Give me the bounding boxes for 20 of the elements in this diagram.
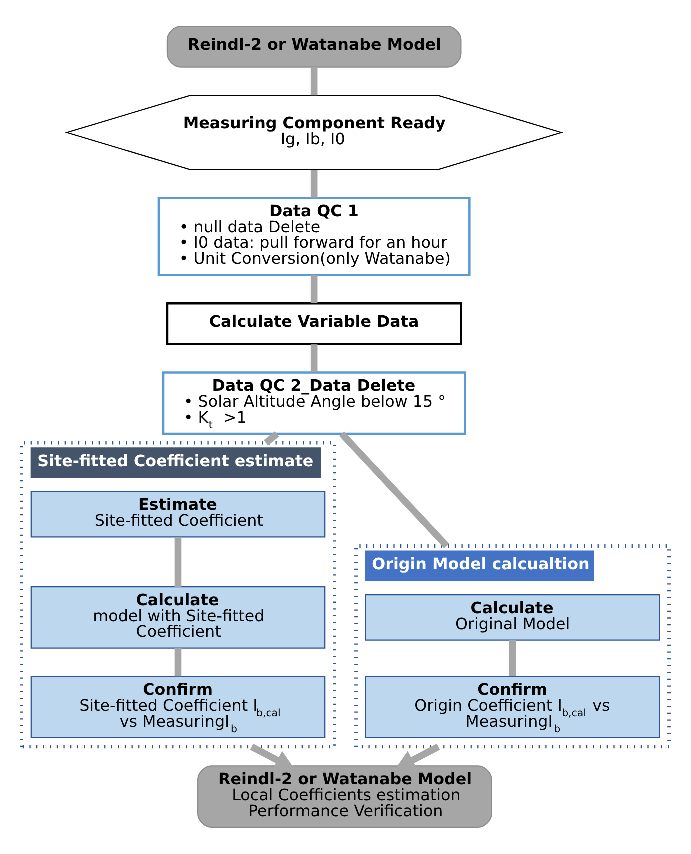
arrow <box>250 744 296 770</box>
node-box: Estimate Site-fitted Coefficient <box>30 491 326 538</box>
connector <box>174 538 182 588</box>
connector <box>264 432 280 446</box>
connector <box>310 170 318 198</box>
connector <box>310 67 318 96</box>
connector <box>310 344 318 373</box>
arrow <box>395 744 440 770</box>
node-box: Reindl-2 or Watanabe Model Local Coefficients estimation Performance Verification <box>198 766 492 828</box>
connector <box>509 640 516 677</box>
node-box: Data QC 2_Data Delete • Solar Altitude Angle below 15 ° • K$_{t}$ >1 <box>162 372 466 436</box>
node-box: Calculate Variable Data <box>166 302 462 346</box>
node-box: Confirm Site-fitted Coefficient I$_{b,cal}$ vs MeasuringI$_{b}$ <box>30 676 326 738</box>
node-box: Calculate model with Site-fitted Coefficient <box>30 586 326 649</box>
node-box: Reindl-2 or Watanabe Model <box>166 26 462 68</box>
node-box: Confirm Origin Coefficient I$_{b,cal}$ vs MeasuringI$_{b}$ <box>365 676 660 738</box>
node-box: Data QC 1 • null data Delete • I0 data: pull forward for an hour • Unit Conversion(only Watanabe) <box>158 197 471 276</box>
connector <box>174 648 182 677</box>
connector <box>310 275 318 304</box>
node-box: Calculate Original Model <box>365 594 660 641</box>
